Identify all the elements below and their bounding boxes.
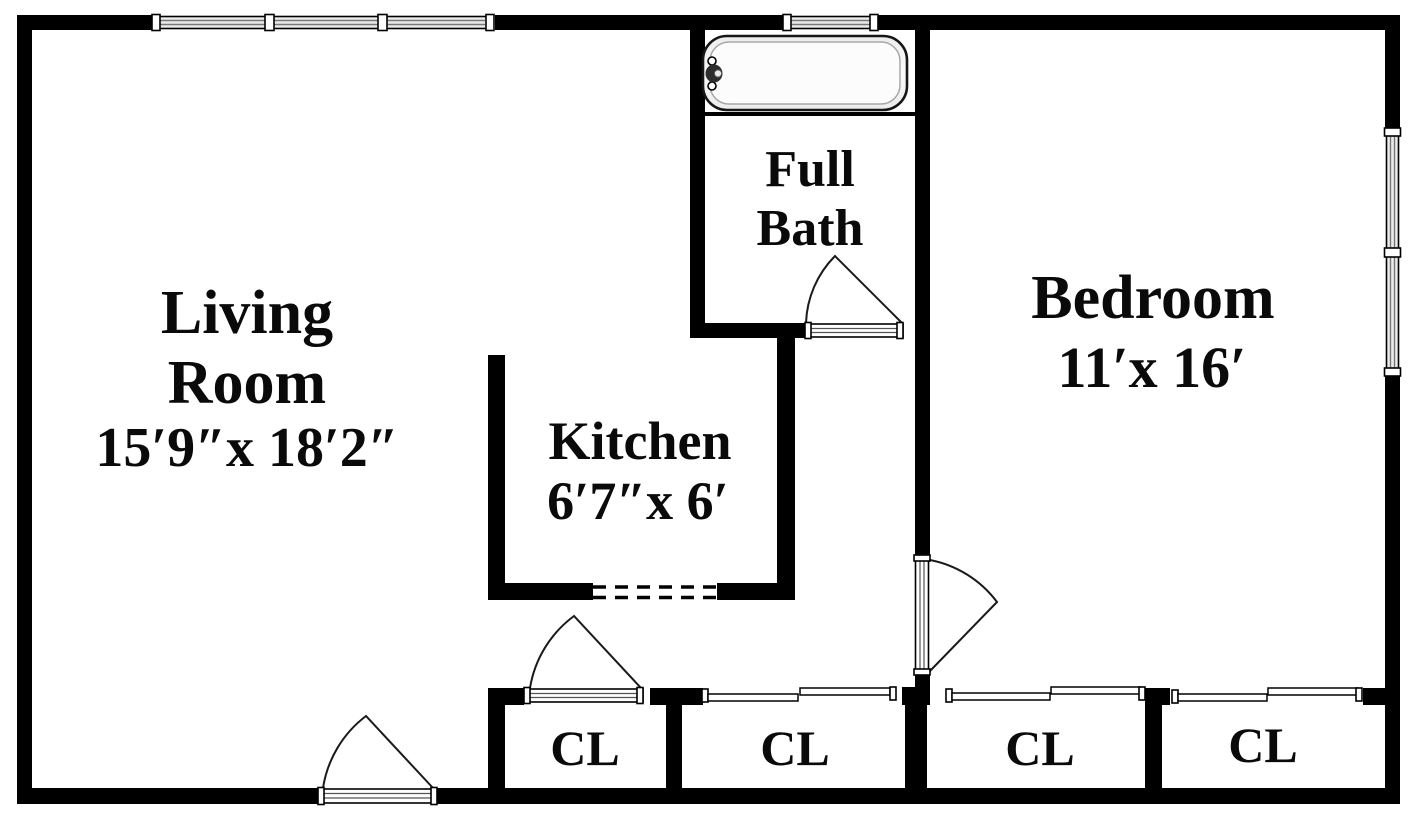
wall (902, 687, 930, 705)
wall (1385, 15, 1400, 132)
faucet-handle (707, 56, 717, 66)
wall (488, 688, 524, 705)
wall (488, 355, 505, 600)
kitchen-open-passage (593, 585, 717, 600)
living-room-dimensions: 15′9″x 18′2″ (95, 417, 398, 479)
wall (915, 28, 930, 557)
wall (1385, 375, 1400, 804)
window-mullion (1383, 247, 1402, 258)
wall (488, 583, 593, 600)
bedroom-dimensions: 11′x 16′ (1058, 335, 1247, 400)
closet-4-label: CL (1228, 717, 1297, 773)
door-swing-arc (929, 559, 999, 672)
full-bath-label: Full (765, 141, 855, 198)
wall (437, 788, 1400, 804)
wall (1363, 688, 1400, 705)
faucet-spout-tip (713, 69, 723, 78)
wall (1145, 705, 1162, 788)
door-swing-arc (805, 254, 903, 324)
wall (1145, 688, 1170, 705)
wall (777, 338, 795, 600)
wall (17, 15, 32, 804)
bath-door (804, 254, 904, 340)
closet-2-label: CL (760, 720, 829, 776)
kitchen-dimensions: 6′7″x 6′ (547, 471, 729, 531)
bedroom-door (913, 554, 999, 676)
bedroom-label: Bedroom (1031, 264, 1274, 332)
wall (717, 583, 795, 600)
wall (17, 15, 157, 30)
wall (690, 28, 705, 338)
door-swing-arc (322, 714, 434, 789)
bathtub-icon (701, 34, 915, 116)
closet-2-sliding-door (701, 686, 897, 703)
living-room-window (151, 13, 495, 32)
wall (17, 788, 318, 804)
closet-4-sliding-door (1171, 687, 1363, 704)
wall (495, 15, 788, 30)
faucet-handle (707, 81, 717, 91)
wall (905, 705, 927, 788)
closet-3-sliding-door (945, 686, 1146, 703)
bedroom-window (1383, 127, 1402, 377)
wall (488, 705, 505, 788)
closet-3-label: CL (1005, 720, 1074, 776)
living-room-label: Room (168, 349, 326, 417)
walls (17, 15, 1400, 804)
living-room-label: Living (161, 279, 333, 347)
wall (666, 705, 682, 788)
door-swing-arc (529, 614, 642, 689)
closet-1-label: CL (550, 720, 619, 776)
bath-window (782, 13, 879, 32)
wall (875, 15, 1400, 30)
entry-door (317, 714, 438, 806)
wall (650, 688, 703, 705)
full-bath-label: Bath (757, 200, 864, 257)
window-mullion (264, 13, 275, 32)
wall (690, 323, 805, 338)
window-mullion (377, 13, 388, 32)
closet-1-door (523, 614, 644, 705)
kitchen-label: Kitchen (549, 411, 732, 471)
tub-alcove-edge (705, 112, 915, 116)
